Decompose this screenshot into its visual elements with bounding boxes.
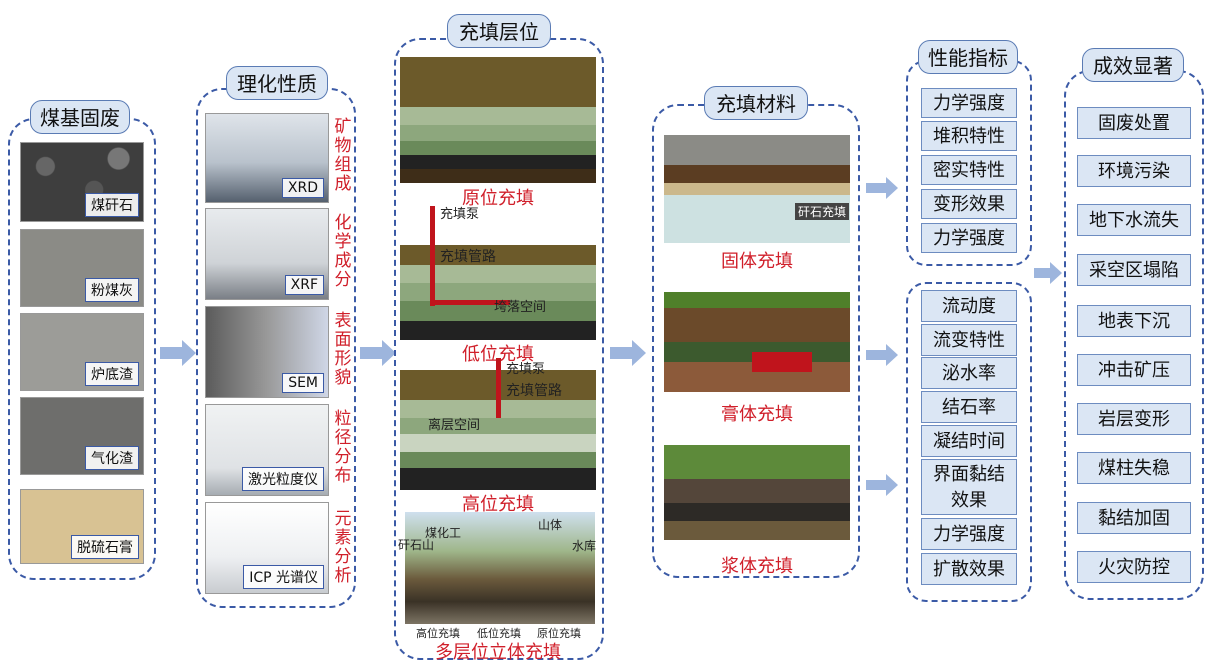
perf-item-1: 堆积特性 [921,121,1017,151]
effect-item-3: 采空区塌陷 [1077,254,1191,286]
paste-backfill-red-zone [752,352,812,372]
perf-b-item-3: 结石率 [921,391,1017,423]
surface-morphology-label: 表面形貌 [334,311,352,388]
scene-label-reservoir: 水库 [572,539,597,553]
paste-backfill-diagram [664,292,850,392]
arrow-3 [610,340,646,366]
perf-b-item-5: 界面黏结效果 [921,459,1017,515]
pump-pipe-low [430,206,435,306]
desulfurization-gypsum-label: 脱硫石膏 [71,535,139,559]
insitu-backfill-caption: 原位充填 [462,188,534,209]
arrow-5 [1034,262,1062,284]
effect-item-7: 煤柱失稳 [1077,452,1191,484]
solid-backfill-caption: 固体充填 [721,251,793,272]
bottom-slag-label: 炉底渣 [85,362,139,386]
sem-label: SEM [282,373,324,393]
gasification-slag-label: 气化渣 [85,446,139,470]
scene-label-high: 高位充填 [416,627,460,640]
scene-label-mountain: 山体 [538,518,563,532]
pipe-label-low: 充填管路 [440,249,496,265]
high-level-backfill-caption: 高位充填 [462,494,534,515]
effect-item-0: 固废处置 [1077,107,1191,139]
scene-label-insitu: 原位充填 [537,627,581,640]
perf-item-2: 密实特性 [921,155,1017,185]
pump-label-high: 充填泵 [506,362,546,377]
effect-item-4: 地表下沉 [1077,305,1191,337]
xrf-label: XRF [284,275,324,295]
particle-size-label: 粒径分布 [334,409,352,486]
separation-space-label: 离层空间 [428,418,481,433]
effect-title: 成效显著 [1082,48,1184,82]
fly-ash-photo: 粉煤灰 [20,229,144,307]
perf-item-0: 力学强度 [921,88,1017,118]
paste-backfill-caption: 膏体充填 [721,404,793,425]
collapse-space-label: 垮落空间 [494,300,547,315]
effect-item-2: 地下水流失 [1077,204,1191,236]
multilevel-3d-scene [405,512,595,624]
multilevel-backfill-caption: 多层位立体充填 [435,642,561,663]
sem-instrument-photo: SEM [205,306,329,398]
xrf-instrument-photo: XRF [205,208,329,300]
perf-b-item-2: 泌水率 [921,357,1017,389]
coal-gangue-label: 煤矸石 [85,193,139,217]
solid-waste-title: 煤基固废 [30,100,130,134]
perf-item-4: 力学强度 [921,223,1017,253]
desulfurization-gypsum-photo: 脱硫石膏 [20,489,144,564]
coal-gangue-photo: 煤矸石 [20,142,144,222]
effect-item-5: 冲击矿压 [1077,354,1191,386]
laser-particle-analyzer-photo: 激光粒度仪 [205,404,329,496]
effect-item-9: 火灾防控 [1077,551,1191,583]
bottom-slag-photo: 炉底渣 [20,313,144,391]
insitu-backfill-diagram [400,57,596,183]
laser-particle-analyzer-label: 激光粒度仪 [242,467,324,491]
pipe-label-high: 充填管路 [506,383,562,399]
scene-label-low: 低位充填 [477,627,521,640]
element-analysis-label: 元素分析 [334,509,352,586]
slurry-backfill-diagram [664,445,850,540]
solid-backfill-diagram [664,135,850,243]
perf-b-item-1: 流变特性 [921,324,1017,356]
performance-title: 性能指标 [918,40,1018,74]
backfill-layer-title: 充填层位 [447,14,551,48]
effect-item-8: 黏结加固 [1077,502,1191,534]
scene-label-gangue-hill: 矸石山 [398,538,435,552]
slurry-backfill-caption: 浆体充填 [721,556,793,577]
arrow-4a [866,177,898,199]
performance-panel-bottom [906,282,1032,602]
icp-spectrometer-label: ICP 光谱仪 [243,565,324,589]
perf-b-item-4: 凝结时间 [921,425,1017,457]
perf-b-item-0: 流动度 [921,290,1017,322]
pump-label-low: 充填泵 [440,207,480,222]
gasification-slag-photo: 气化渣 [20,397,144,475]
pump-pipe-low-horizontal [430,300,510,305]
xrd-instrument-photo: XRD [205,113,329,203]
solid-backfill-tag: 矸石充填 [795,203,850,220]
icp-spectrometer-photo: ICP 光谱仪 [205,502,329,594]
backfill-material-title: 充填材料 [704,86,808,120]
fly-ash-label: 粉煤灰 [85,278,139,302]
perf-b-item-7: 扩散效果 [921,553,1017,585]
effect-item-1: 环境污染 [1077,155,1191,187]
pump-pipe-high [496,358,501,418]
low-level-backfill-diagram [400,215,596,340]
scene-label-coal-chemical: 煤化工 [425,526,462,540]
xrd-label: XRD [281,178,324,198]
perf-item-3: 变形效果 [921,189,1017,219]
physicochemical-title: 理化性质 [226,66,328,100]
arrow-4b [866,344,898,366]
mineral-composition-label: 矿物组成 [334,117,352,194]
perf-b-item-6: 力学强度 [921,518,1017,550]
arrow-1 [160,340,196,366]
arrow-4c [866,474,898,496]
low-level-backfill-caption: 低位充填 [462,344,534,365]
chemical-composition-label: 化学成分 [334,213,352,290]
effect-item-6: 岩层变形 [1077,403,1191,435]
arrow-2 [360,340,396,366]
